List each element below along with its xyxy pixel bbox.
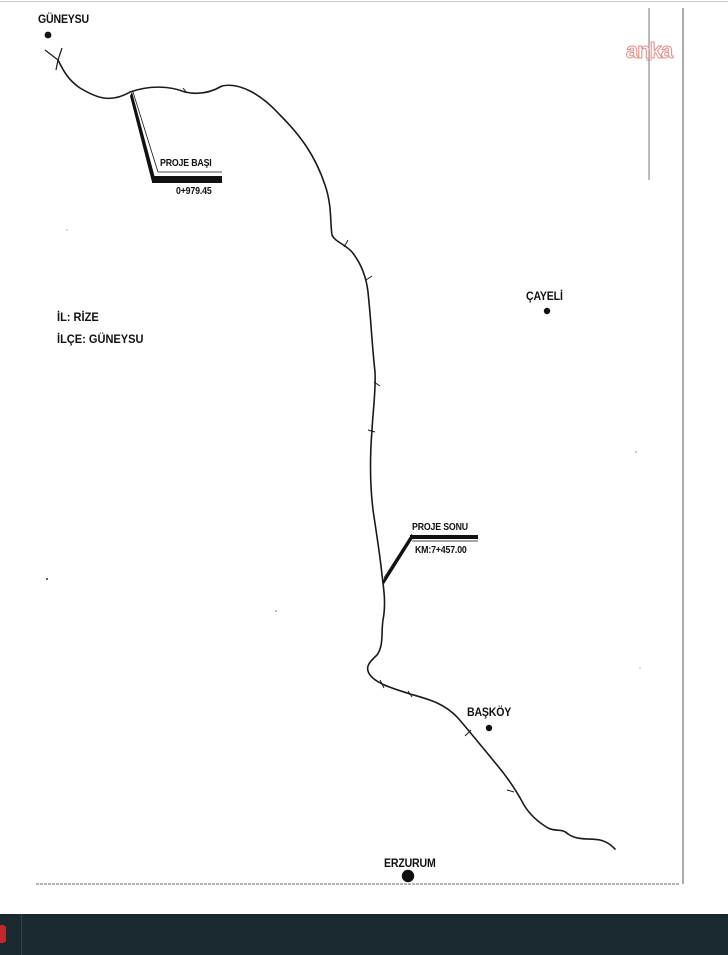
erzurum-label: ERZURUM: [384, 856, 436, 870]
scan-speck: [66, 229, 68, 231]
route-tick: [373, 381, 381, 387]
baskoy-label: BAŞKÖY: [467, 705, 512, 719]
end-callout-leader: [382, 537, 413, 584]
ilce-label: İLÇE: GÜNEYSU: [57, 332, 144, 346]
route-tick: [464, 729, 472, 737]
cayeli-marker: [543, 307, 551, 315]
road-route: [57, 59, 616, 850]
start-callout-underline: [152, 176, 222, 183]
guneysu-label: GÜNEYSU: [38, 12, 89, 26]
route-tick: [367, 429, 376, 433]
route-tick: [506, 789, 515, 793]
route-tick: [379, 679, 385, 689]
scan-speck: [275, 610, 277, 612]
start-callout-leader-thin: [132, 91, 159, 173]
scan-speck: [639, 667, 641, 669]
cayeli-label: ÇAYELİ: [526, 289, 563, 303]
route-tick: [365, 275, 373, 281]
scan-speck: [635, 451, 637, 453]
il-label: İL: RİZE: [57, 310, 99, 324]
start-callout-km: 0+979.45: [176, 186, 212, 197]
start-callout-leader: [130, 92, 155, 182]
end-callout-km: KM:7+457.00: [415, 545, 467, 556]
anka-watermark-logo: anka: [625, 38, 673, 64]
scan-speck: [46, 578, 48, 580]
taskbar: [0, 914, 728, 955]
route-tick: [343, 239, 349, 248]
road-start-spur: [44, 47, 63, 61]
route-tick: [407, 690, 413, 698]
end-callout-leader-thin: [383, 533, 413, 579]
end-callout-title: PROJE SONU: [412, 522, 468, 533]
road-start-stub: [55, 59, 59, 71]
taskbar-app-icon[interactable]: [0, 925, 6, 943]
erzurum-marker: [401, 869, 415, 883]
taskbar-divider: [21, 914, 22, 955]
route-tick: [182, 87, 188, 94]
guneysu-marker: [44, 31, 52, 39]
baskoy-marker: [485, 724, 493, 732]
end-callout-underline: [410, 535, 478, 539]
start-callout-title: PROJE BAŞI: [160, 158, 212, 169]
